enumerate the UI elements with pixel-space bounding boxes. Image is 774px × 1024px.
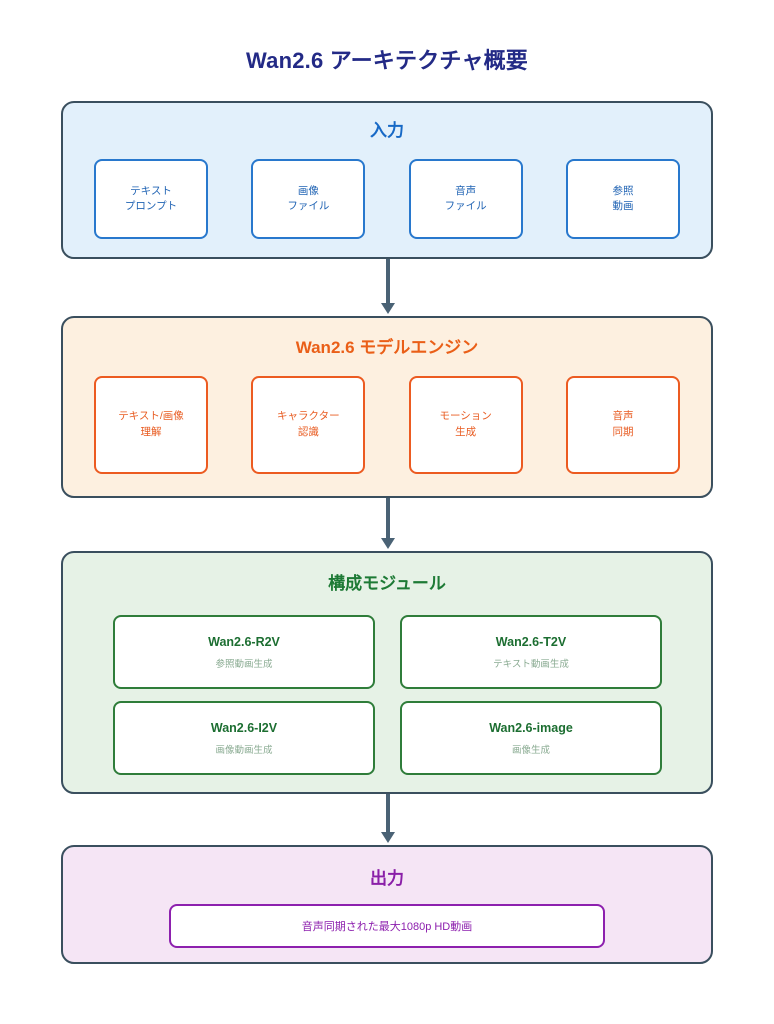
input-card-image-file[interactable]: 画像 ファイル	[251, 159, 366, 239]
module-card-title: Wan2.6-R2V	[208, 634, 280, 649]
engine-card-row: テキスト/画像 理解 キャラクター 認識 モーション 生成 音声 同期	[63, 356, 711, 474]
section-output-heading: 出力	[370, 869, 404, 888]
section-output: 出力 音声同期された最大1080p HD動画	[61, 845, 713, 964]
arrow-down-icon-modules-to-output	[381, 794, 395, 845]
module-card-title: Wan2.6-T2V	[495, 634, 567, 649]
input-card-line2: プロンプト	[124, 200, 178, 212]
arrow-head	[381, 303, 395, 314]
module-card-description: 画像動画生成	[215, 744, 273, 756]
section-input: 入力 テキスト プロンプト 画像 ファイル 音声 ファイル 参照 動画	[61, 101, 713, 259]
section-engine-heading: Wan2.6 モデルエンジン	[295, 338, 479, 357]
engine-card-line2: 理解	[140, 426, 162, 438]
engine-card-line2: 認識	[297, 426, 319, 438]
input-card-line2: ファイル	[444, 200, 487, 212]
engine-card-audio-sync[interactable]: 音声 同期	[565, 376, 680, 474]
engine-card-character-recognition[interactable]: キャラクター 認識	[251, 376, 366, 474]
module-card-image[interactable]: Wan2.6-image 画像生成	[400, 701, 662, 775]
arrow-shaft	[386, 498, 390, 540]
module-card-description: テキスト動画生成	[493, 658, 569, 670]
input-card-line2: 動画	[612, 200, 634, 212]
input-card-line1: テキスト	[130, 184, 172, 197]
module-card-description: 画像生成	[511, 744, 550, 756]
arrow-shaft	[386, 794, 390, 834]
input-card-line1: 画像	[297, 184, 319, 197]
module-card-description: 参照動画生成	[215, 658, 273, 670]
input-card-reference-video[interactable]: 参照 動画	[565, 159, 680, 239]
arrow-down-icon-input-to-engine	[381, 259, 395, 316]
output-card-wrap: 音声同期された最大1080p HD動画	[63, 887, 711, 948]
engine-card-line1: キャラクター	[277, 410, 340, 423]
arrow-shaft	[386, 259, 390, 305]
engine-card-line2: 同期	[612, 426, 634, 438]
engine-card-line2: 生成	[455, 426, 477, 438]
section-modules: 構成モジュール Wan2.6-R2V 参照動画生成 Wan2.6-T2V テキス…	[61, 551, 713, 794]
arrow-head	[381, 832, 395, 843]
output-card-video[interactable]: 音声同期された最大1080p HD動画	[169, 904, 605, 948]
engine-card-line1: 音声	[612, 410, 634, 423]
module-card-title: Wan2.6-I2V	[210, 720, 278, 735]
arrow-head	[381, 538, 395, 549]
page-title: Wan2.6 アーキテクチャ概要	[246, 48, 528, 73]
input-card-text-prompt[interactable]: テキスト プロンプト	[94, 159, 208, 239]
input-card-line2: ファイル	[287, 200, 330, 212]
module-card-title: Wan2.6-image	[489, 720, 573, 735]
engine-card-line1: モーション	[439, 410, 492, 423]
arrow-down-icon-engine-to-modules	[381, 498, 395, 551]
module-card-r2v[interactable]: Wan2.6-R2V 参照動画生成	[113, 615, 375, 689]
input-card-audio-file[interactable]: 音声 ファイル	[408, 159, 523, 239]
module-card-i2v[interactable]: Wan2.6-I2V 画像動画生成	[113, 701, 375, 775]
input-card-line1: 音声	[455, 184, 477, 197]
engine-card-text-image-understanding[interactable]: テキスト/画像 理解	[94, 376, 208, 474]
module-card-t2v[interactable]: Wan2.6-T2V テキスト動画生成	[400, 615, 662, 689]
engine-card-line1: テキスト/画像	[118, 410, 184, 423]
input-card-row: テキスト プロンプト 画像 ファイル 音声 ファイル 参照 動画	[63, 139, 711, 239]
input-card-line1: 参照	[612, 184, 634, 197]
section-model-engine: Wan2.6 モデルエンジン テキスト/画像 理解 キャラクター 認識 モーショ…	[61, 316, 713, 498]
section-modules-heading: 構成モジュール	[328, 574, 446, 593]
section-input-heading: 入力	[370, 121, 404, 140]
module-card-grid: Wan2.6-R2V 参照動画生成 Wan2.6-T2V テキスト動画生成 Wa…	[63, 592, 711, 775]
engine-card-motion-generation[interactable]: モーション 生成	[408, 376, 523, 474]
